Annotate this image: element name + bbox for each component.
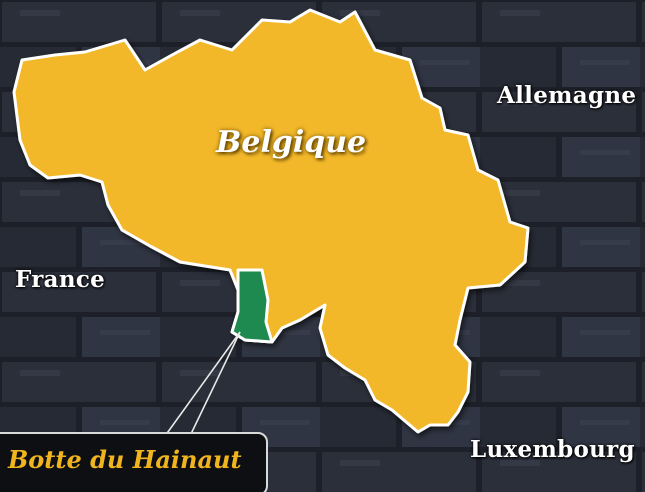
label-france: France <box>15 266 106 293</box>
callout-leader-lines <box>164 331 241 437</box>
callout-box: Botte du Hainaut <box>0 432 268 492</box>
botte-du-hainaut-region <box>230 268 274 344</box>
map-title: Belgique <box>216 125 367 160</box>
callout-label: Botte du Hainaut <box>8 445 242 474</box>
label-allemagne: Allemagne <box>497 82 637 109</box>
label-luxembourg: Luxembourg <box>470 436 635 463</box>
belgium-shape <box>12 8 530 434</box>
